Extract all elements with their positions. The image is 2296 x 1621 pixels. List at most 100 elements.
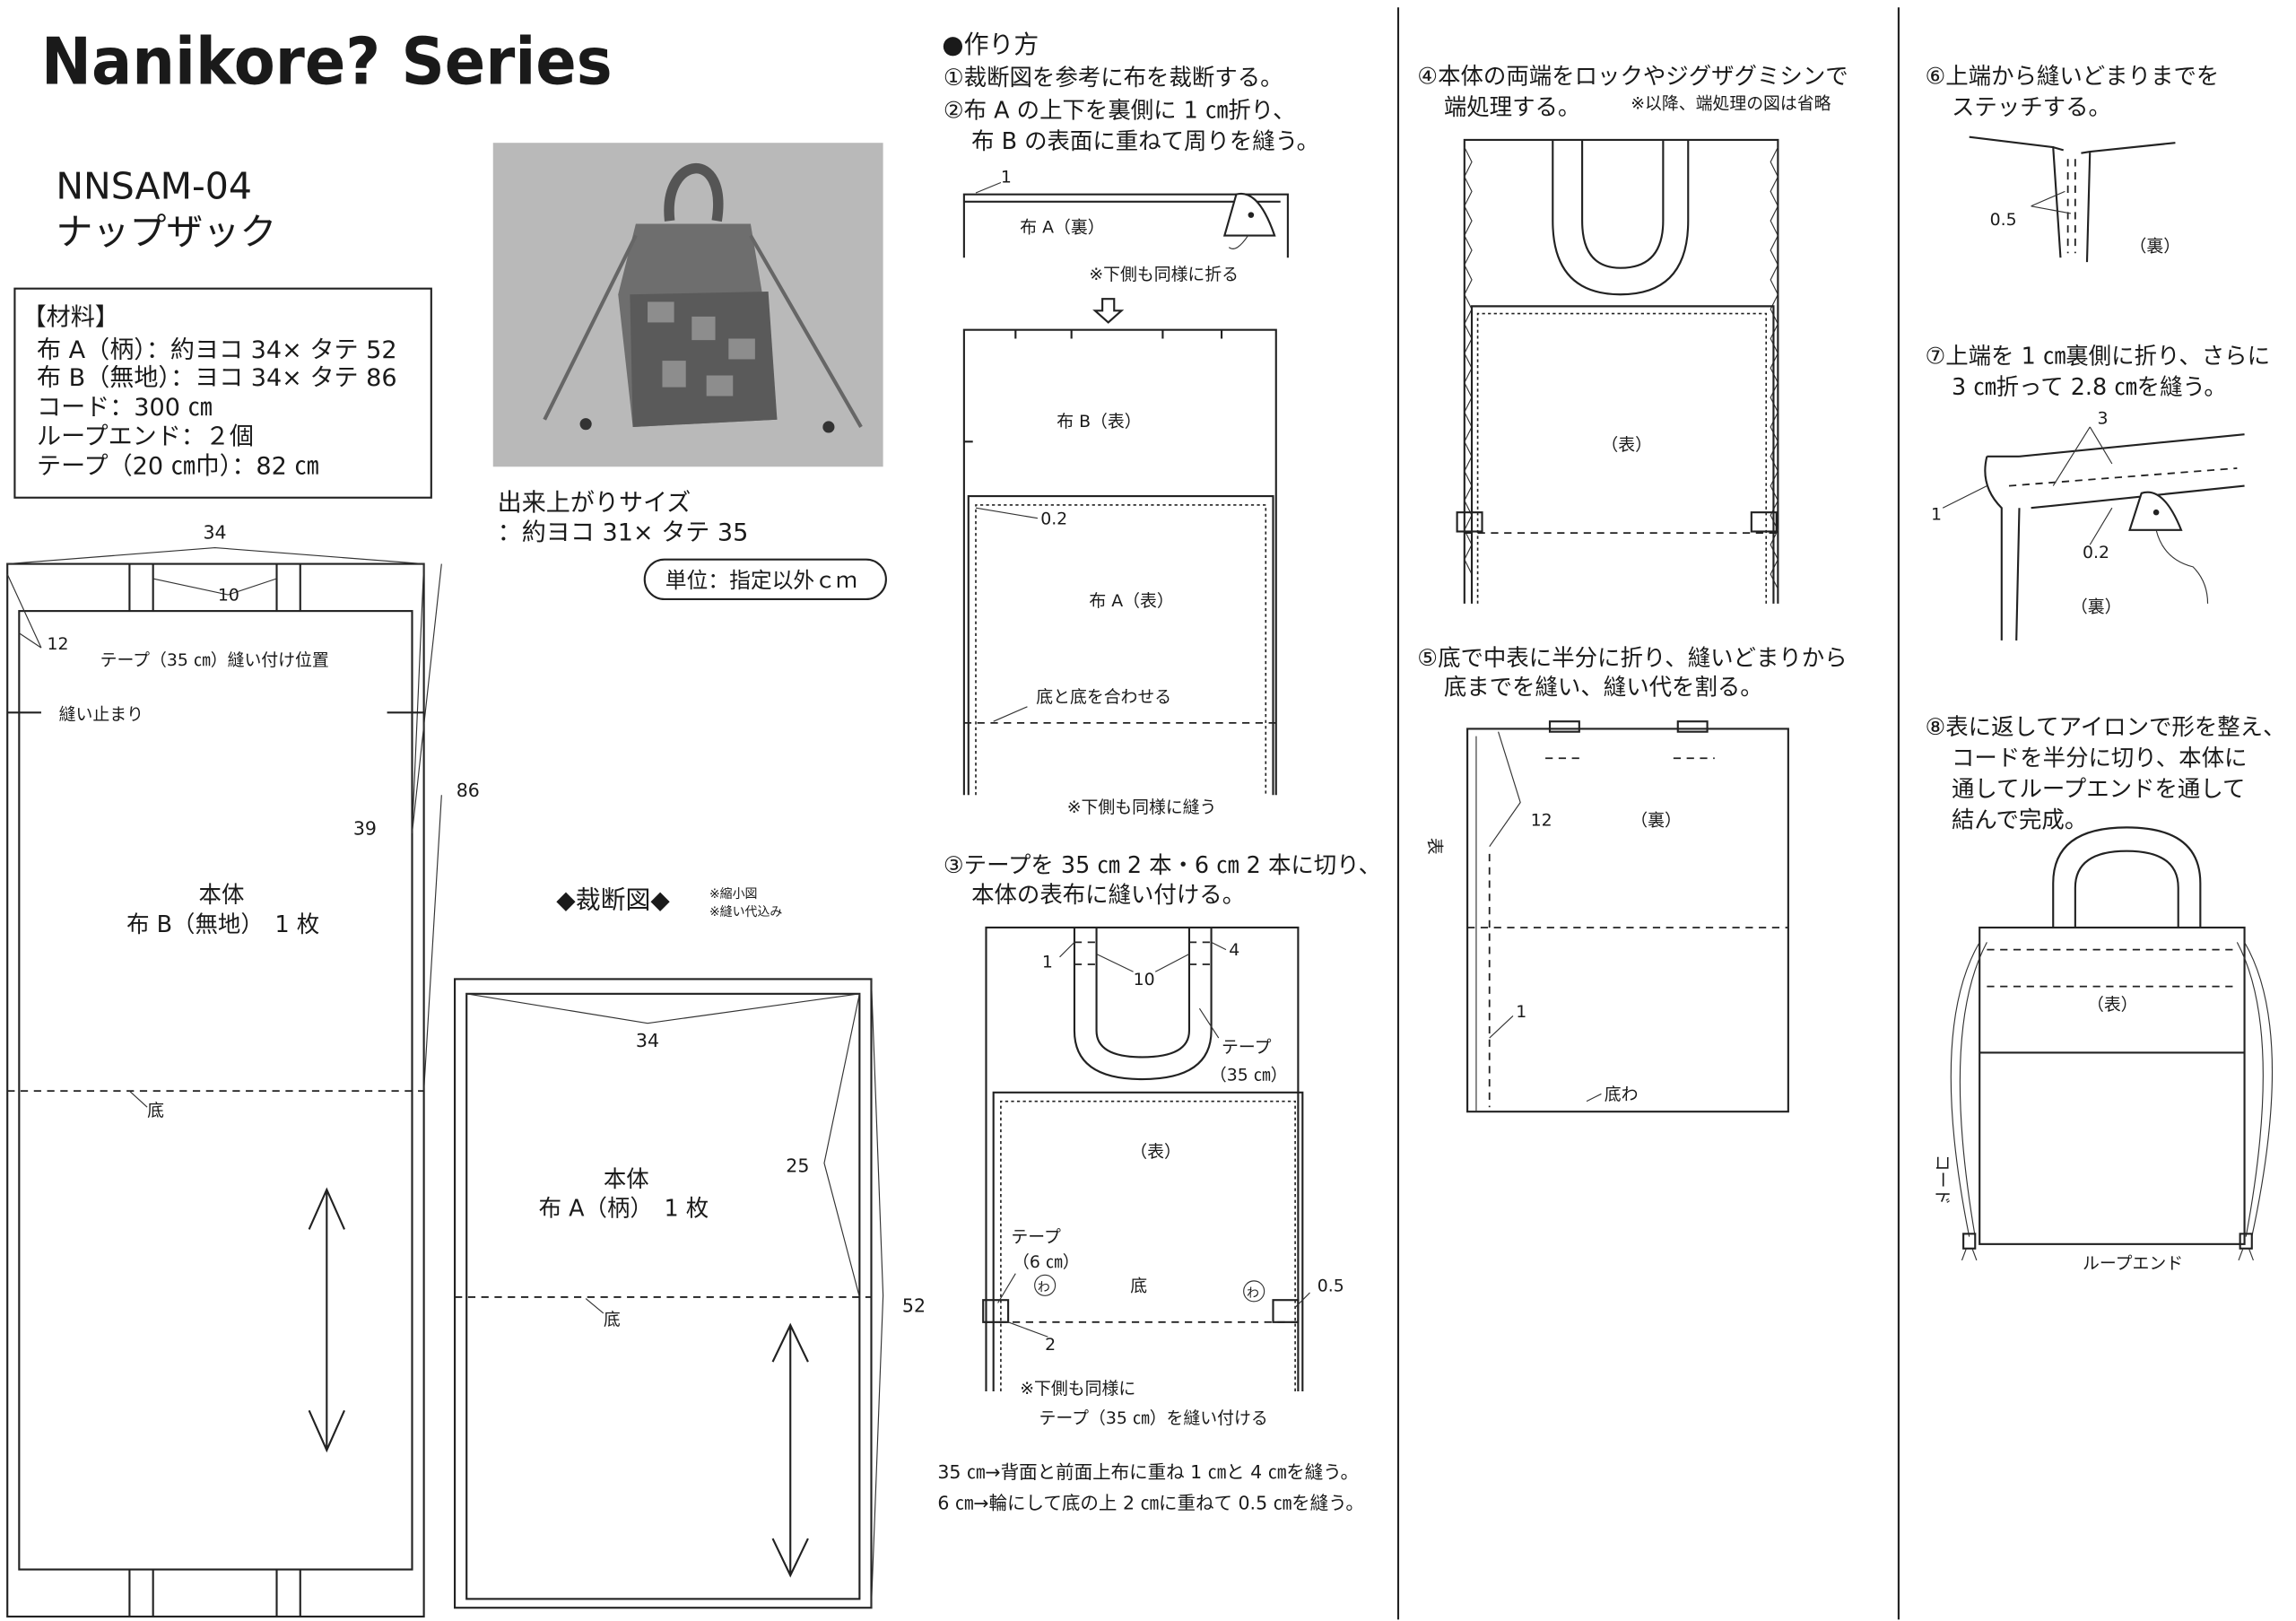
- finished-size-label: 出来上がりサイズ: [498, 490, 691, 518]
- note-label: ※下側も同様に縫う: [1067, 797, 1217, 817]
- dimension-label: 0.5: [1318, 1276, 1344, 1295]
- tape-label: テープ: [1222, 1037, 1272, 1057]
- step-7-figure: 3 1 0.2 （裏）: [1931, 409, 2245, 641]
- step-8: ⑧表に返してアイロンで形を整え、: [1925, 713, 2285, 740]
- dimension-label: 1: [1931, 504, 1942, 524]
- dimension-label: 0.5: [1990, 210, 2017, 230]
- step-5: 底までを縫い、縫い代を割る。: [1444, 674, 1763, 701]
- note-label: ※下側も同様に折る: [1089, 265, 1239, 284]
- bottom-label: 底: [1130, 1276, 1147, 1295]
- tape-position-label: テープ（35 ㎝）縫い付け位置: [100, 650, 329, 670]
- product-photo: [492, 143, 883, 467]
- bottom-fold-label: 底わ: [1605, 1085, 1639, 1104]
- bottom-label: 底: [147, 1101, 164, 1120]
- step-4-figure: （表）: [1456, 138, 1779, 604]
- dimension-label: 2: [1045, 1335, 1056, 1355]
- step-7: 3 ㎝折って 2.8 ㎝を縫う。: [1952, 373, 2227, 400]
- step-8-figure: （表） コード ループエンド: [1933, 826, 2274, 1274]
- step-2: ②布 A の上下を裏側に 1 ㎝折り、: [944, 96, 1296, 123]
- material-item: テープ（20 ㎝巾）：82 ㎝: [37, 452, 318, 480]
- note-label: ※下側も同様に: [1020, 1379, 1135, 1399]
- piece-fabric: 布 A（柄） 1 枚: [539, 1195, 709, 1222]
- step-7: ⑦上端を 1 ㎝裏側に折り、さらに: [1925, 342, 2270, 369]
- cord-label: コード: [1933, 1155, 1952, 1206]
- loop-end-label: ループエンド: [2083, 1254, 2183, 1274]
- front-label: （表）: [1601, 435, 1652, 455]
- fabric-a-front-label: 布 A（表）: [1089, 591, 1173, 611]
- unit-badge: [643, 558, 887, 601]
- step-3-note: 6 ㎝→輪にして底の上 2 ㎝に重ねて 0.5 ㎝を縫う。: [937, 1492, 1364, 1513]
- series-title: Nanikore? Series: [41, 25, 613, 100]
- piece-name: 本体: [604, 1165, 649, 1192]
- front-label: （表）: [1130, 1142, 1181, 1162]
- dimension-label: 10: [1134, 970, 1155, 989]
- bottom-label: 底: [604, 1310, 621, 1329]
- dimension-label: 25: [786, 1155, 809, 1176]
- piece-name: 本体: [199, 881, 245, 908]
- back-label: （裏）: [1631, 811, 1682, 831]
- fabric-b-front-label: 布 B（表）: [1057, 412, 1141, 431]
- fabric-a-back-label: 布 A（裏）: [1020, 217, 1104, 237]
- dimension-label: 0.2: [2083, 543, 2109, 562]
- loop-label: わ: [1038, 1280, 1050, 1294]
- materials-box: [13, 287, 432, 499]
- unit-badge-text: 単位：指定以外ｃｍ: [665, 568, 857, 593]
- step-8: 結んで完成。: [1952, 806, 2087, 832]
- step-3: ③テープを 35 ㎝ 2 本・6 ㎝ 2 本に切り、: [944, 851, 1381, 878]
- dimension-label: 39: [353, 818, 377, 840]
- tape-label: テープ: [1011, 1227, 1061, 1247]
- cutting-title: ◆裁断図◆: [556, 885, 670, 915]
- dimension-label: 1: [1042, 952, 1053, 972]
- front-label: （表）: [2087, 995, 2138, 1015]
- material-item: 布 B（無地）：ヨコ 34× タテ 86: [37, 364, 397, 392]
- step-3-figure: 1 10 4 テープ （35 ㎝） （表） テープ （6 ㎝） わ わ 底 0.…: [982, 926, 1344, 1428]
- product-name: ナップザック: [56, 210, 276, 253]
- arrow-down-icon: [1092, 298, 1125, 324]
- iron-icon: [2128, 491, 2209, 604]
- note-label: テープ（35 ㎝）を縫い付ける: [1039, 1408, 1268, 1428]
- front-label: 表: [1424, 838, 1444, 855]
- step-8: 通してループエンドを通して: [1952, 775, 2245, 802]
- step-5-figure: 12 （裏） 表 1 底わ: [1424, 720, 1789, 1113]
- back-label: （裏）: [2071, 597, 2122, 617]
- steps-heading: ●作り方: [942, 30, 1039, 59]
- step-4-note: ※以降、端処理の図は省略: [1631, 93, 1831, 113]
- iron-icon: [1222, 192, 1276, 249]
- product-code: NNSAM-04: [56, 165, 252, 208]
- material-item: コード：300 ㎝: [37, 394, 213, 422]
- step-6-figure: 0.5 （裏）: [1969, 135, 2181, 263]
- cutting-note: ※縫い代込み: [709, 905, 782, 919]
- tape-length-label: （6 ㎝）: [1013, 1252, 1080, 1272]
- finished-size-value: ：約ヨコ 31× タテ 35: [498, 519, 749, 546]
- fold-dimension: 1: [1001, 168, 1012, 187]
- step-6: ⑥上端から縫いどまりまでを: [1925, 63, 2219, 90]
- tape-length-label: （35 ㎝）: [1210, 1066, 1288, 1085]
- dimension-label: 34: [636, 1030, 659, 1051]
- step-5: ⑤底で中表に半分に折り、縫いどまりから: [1417, 644, 1847, 671]
- dimension-label: 34: [203, 522, 226, 544]
- step-3-note: 35 ㎝→背面と前面上布に重ね 1 ㎝と 4 ㎝を縫う。: [937, 1461, 1359, 1483]
- cutting-diagram-fabric-a: 34 25 52 本体 布 A（柄） 1 枚 底: [454, 978, 926, 1609]
- back-label: （裏）: [2130, 237, 2181, 257]
- step-8: コードを半分に切り、本体に: [1952, 744, 2247, 771]
- material-item: ループエンド：２個: [37, 423, 254, 451]
- dimension-label: 4: [1229, 940, 1239, 960]
- step-1: ①裁断図を参考に布を裁断する。: [944, 64, 1283, 91]
- dimension-label: 52: [902, 1294, 926, 1316]
- piece-fabric: 布 B（無地） 1 枚: [126, 911, 319, 937]
- dimension-label: 10: [218, 586, 239, 606]
- step-6: ステッチする。: [1952, 93, 2111, 120]
- loop-label: わ: [1247, 1286, 1259, 1301]
- cutting-note: ※縮小図: [709, 887, 757, 902]
- materials-heading: 【材料】: [22, 304, 119, 332]
- dimension-label: 12: [48, 634, 69, 654]
- stop-point-label: 縫い止まり: [59, 705, 144, 725]
- dimension-label: 3: [2097, 409, 2108, 429]
- dimension-label: 86: [457, 780, 480, 801]
- dimension-label: 12: [1531, 811, 1552, 831]
- step-4: 端処理する。: [1444, 93, 1581, 120]
- material-item: 布 A（柄）：約ヨコ 34× タテ 52: [37, 336, 397, 364]
- step-2-figure: 1 布 A（裏） ※下側も同様に折る 布 B（表） 0.2 布 A（表） 底と底…: [962, 168, 1289, 817]
- dimension-label: 1: [1516, 1002, 1526, 1022]
